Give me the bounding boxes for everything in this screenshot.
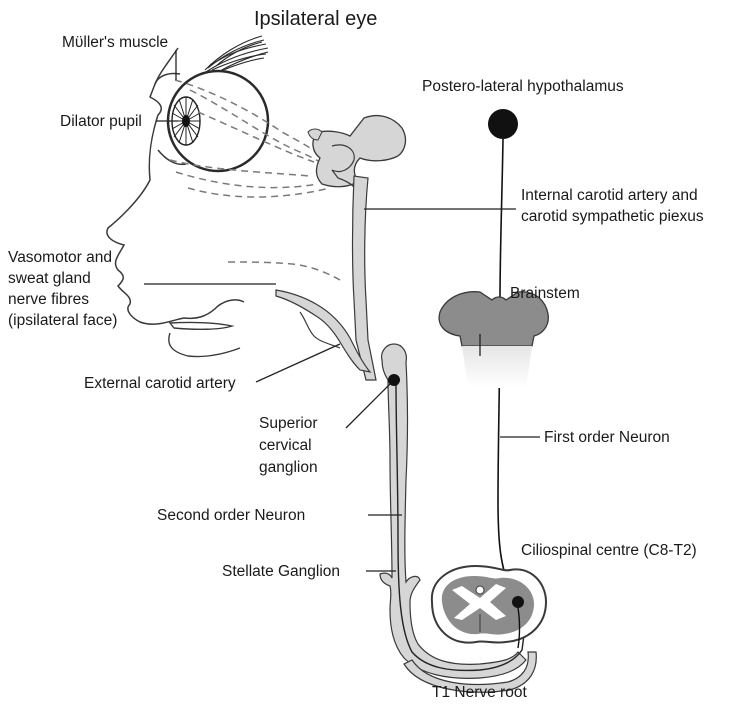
eyebrow-icon: [205, 36, 268, 74]
lips-outline: [170, 322, 232, 329]
label-first-order-neuron: First order Neuron: [544, 428, 670, 447]
vaso-fibres-dashed: [228, 262, 340, 280]
label-vaso-line3: nerve fibres: [8, 290, 89, 309]
label-ica-line1: Internal carotid artery and: [521, 186, 698, 205]
hypothalamus-nucleus-icon: [488, 109, 518, 139]
label-ciliospinal-centre: Ciliospinal centre (C8-T2): [521, 541, 697, 560]
label-vaso-line4: (ipsilateral face): [8, 311, 117, 330]
label-dilator-pupil: Dilator pupil: [60, 112, 142, 131]
label-vaso-line2: sweat gland: [8, 269, 91, 288]
label-hypothalamus: Postero-lateral hypothalamus: [422, 77, 624, 96]
label-vaso-line1: Vasomotor and: [8, 248, 112, 267]
label-ica-line2: carotid sympathetic piexus: [521, 207, 704, 226]
ciliospinal-centre-icon: [512, 596, 524, 608]
label-t1-nerve-root: T1 Nerve root: [432, 683, 527, 702]
leader-scg: [346, 384, 390, 428]
chin-outline: [169, 333, 240, 357]
label-brainstem: Brainstem: [510, 284, 580, 303]
spinal-cord-cross-section: [432, 566, 546, 643]
diagram-title: Ipsilateral eye: [254, 7, 377, 31]
cavernous-sinus-structure: [313, 116, 406, 187]
label-scg-line3: ganglion: [259, 458, 318, 477]
label-stellate-ganglion: Stellate Ganglion: [222, 562, 340, 581]
leader-external-carotid: [256, 344, 340, 382]
label-scg-line2: cervical: [259, 436, 312, 455]
label-muller-muscle: Mϋller's muscle: [62, 33, 168, 52]
brainstem-lower-fade: [462, 346, 532, 388]
label-scg-line1: Superior: [259, 414, 318, 433]
label-external-carotid-artery: External carotid artery: [84, 374, 236, 393]
label-second-order-neuron: Second order Neuron: [157, 506, 305, 525]
pupil-icon: [182, 115, 190, 127]
